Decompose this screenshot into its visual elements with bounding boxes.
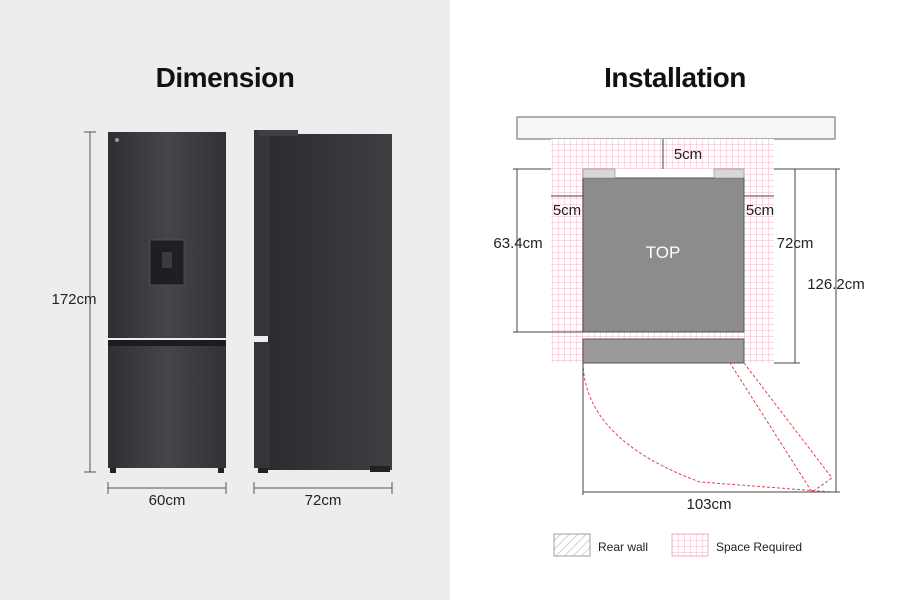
legend: Rear wall Space Required (553, 533, 802, 557)
space-required-legend-label: Space Required (716, 540, 802, 554)
height-dimension (84, 131, 96, 473)
open-width-label: 103cm (686, 496, 731, 513)
cabinet-depth-label: 72cm (777, 235, 814, 252)
top-gap-label: 5cm (674, 146, 702, 163)
fridge-side-panel (268, 134, 392, 470)
fridge-lower-door (108, 346, 226, 468)
fridge-upper-door (108, 132, 226, 338)
installation-title: Installation (604, 62, 746, 93)
width-dimension (107, 482, 227, 494)
body-depth-dimension (513, 168, 583, 333)
open-depth-label: 126.2cm (807, 276, 865, 293)
brand-logo-icon (115, 138, 119, 142)
space-required-swatch (671, 533, 709, 557)
left-gap-label: 5cm (553, 202, 581, 219)
height-label: 172cm (51, 291, 96, 308)
fridge-top-view (582, 177, 745, 333)
fridge-door-top-view (582, 338, 745, 364)
fridge-side-view (254, 130, 392, 473)
rear-wall-swatch (553, 533, 591, 557)
dimension-title: Dimension (155, 62, 295, 93)
width-label: 60cm (149, 492, 186, 509)
rear-wall (516, 116, 836, 140)
rear-wall-legend-label: Rear wall (598, 540, 648, 554)
depth-label: 72cm (305, 492, 342, 509)
fridge-handle-gap (108, 340, 226, 346)
side-lower-door-edge (254, 342, 270, 468)
cabinet-depth-dimension (774, 168, 800, 364)
depth-dimension (253, 482, 393, 494)
side-upper-door-edge (254, 130, 270, 336)
open-width-dimension (582, 363, 836, 495)
dispenser-nozzle (162, 252, 172, 268)
top-label: TOP (646, 243, 681, 262)
door-swing-arc (582, 362, 833, 493)
right-gap-label: 5cm (746, 202, 774, 219)
body-depth-label: 63.4cm (493, 235, 542, 252)
fridge-front-view (108, 132, 226, 473)
